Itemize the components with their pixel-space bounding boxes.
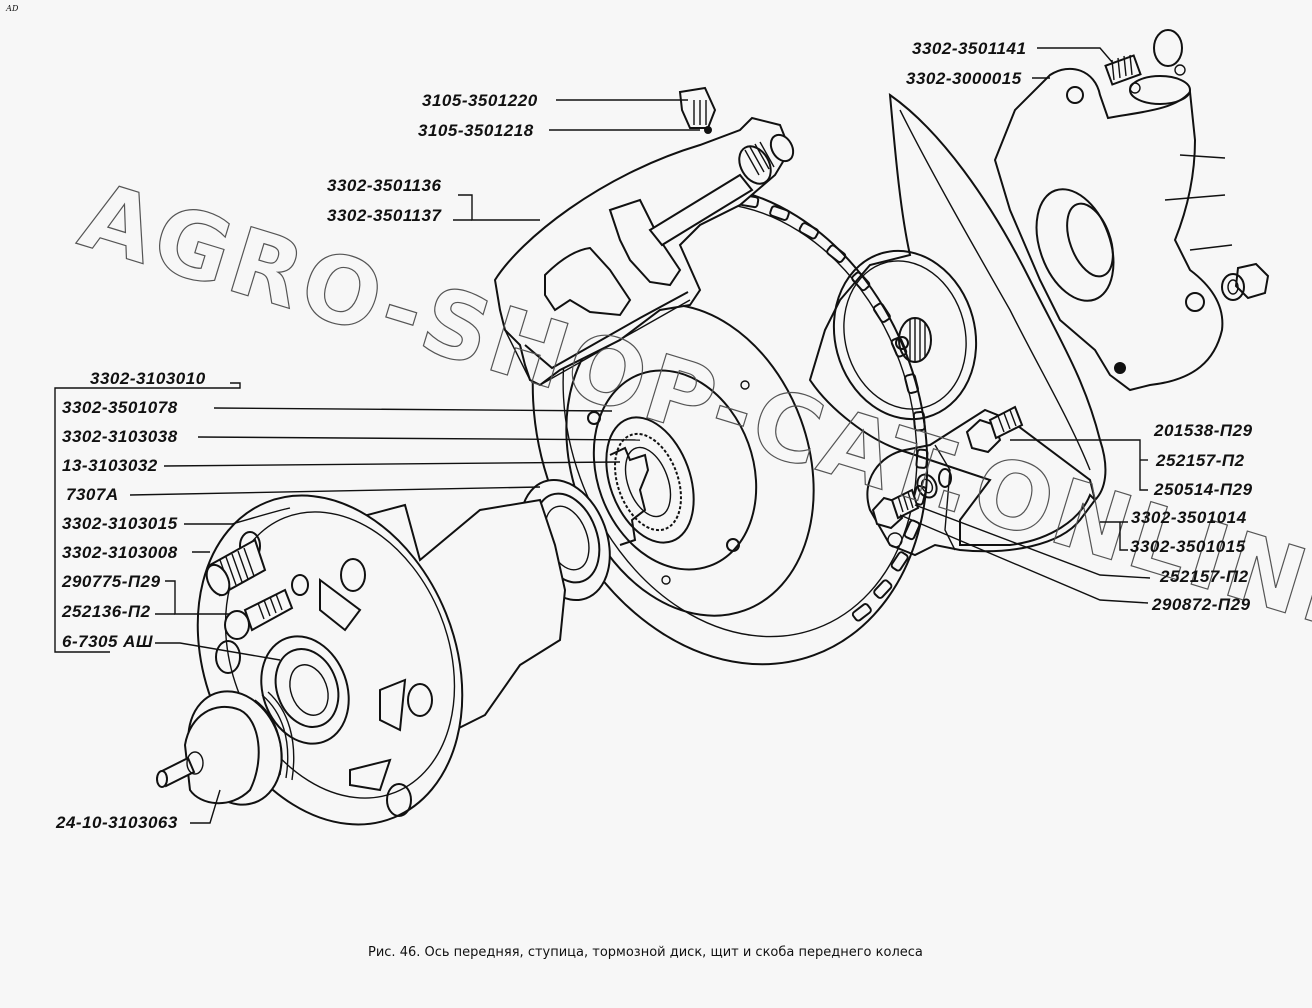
callout-290775-p29: 290775-П29 (61, 572, 161, 591)
callout-3302-3501014: 3302-3501014 (1131, 508, 1247, 527)
figure-caption: Рис. 46. Ось передняя, ступица, тормозно… (368, 945, 923, 960)
callout-3302-3501136: 3302-3501136 (327, 176, 441, 195)
callout-3105-3501218: 3105-3501218 (418, 121, 534, 140)
vent-slot (904, 373, 919, 394)
vent-slot (851, 603, 872, 622)
leader-lines (54, 47, 1151, 824)
callout-290872-p29: 290872-П29 (1151, 595, 1251, 614)
callout-13-3103032: 13-3103032 (62, 456, 158, 475)
callout-24-10-3103063: 24-10-3103063 (55, 813, 178, 832)
callout-3105-3501220: 3105-3501220 (422, 91, 538, 110)
callout-3302-3103008: 3302-3103008 (62, 543, 178, 562)
brake-caliper (493, 86, 795, 387)
callout-3302-3000015: 3302-3000015 (906, 69, 1022, 88)
vent-slot (872, 302, 891, 323)
callout-3302-3501137: 3302-3501137 (327, 206, 442, 225)
callout-3302-3501141: 3302-3501141 (912, 39, 1026, 58)
callout-252157-p2-a: 252157-П2 (1155, 451, 1245, 470)
callout-252136-p2: 252136-П2 (61, 602, 151, 621)
callout-3302-3501015: 3302-3501015 (1130, 537, 1246, 556)
callout-7307a: 7307А (66, 485, 119, 504)
vent-slot (915, 448, 929, 469)
callout-252157-p2-b: 252157-П2 (1159, 567, 1249, 586)
corner-mark: АD (5, 4, 19, 13)
callout-6-7305-ash: 6-7305 АШ (62, 632, 153, 651)
callout-201538-p29: 201538-П29 (1153, 421, 1253, 440)
vent-slot (873, 579, 893, 599)
vent-slot (826, 244, 847, 264)
callout-3302-3103010: 3302-3103010 (90, 369, 206, 388)
callout-250514-p29: 250514-П29 (1153, 480, 1253, 499)
wheel-hub (156, 494, 567, 826)
vent-slot (769, 205, 790, 221)
vent-slot (912, 411, 926, 432)
brake-shield (808, 92, 1107, 546)
callout-3302-3103038: 3302-3103038 (62, 427, 178, 446)
callout-3302-3103015: 3302-3103015 (62, 514, 178, 533)
vent-slot (851, 271, 871, 292)
callout-labels: 3302-3501141 3302-3000015 3105-3501220 3… (55, 39, 1253, 832)
callout-3302-3501078: 3302-3501078 (62, 398, 178, 417)
steering-knuckle (993, 29, 1270, 392)
vent-slot (890, 336, 908, 358)
vent-slot (798, 222, 820, 240)
shield-bracket (866, 405, 1097, 557)
vent-slot (890, 551, 909, 572)
